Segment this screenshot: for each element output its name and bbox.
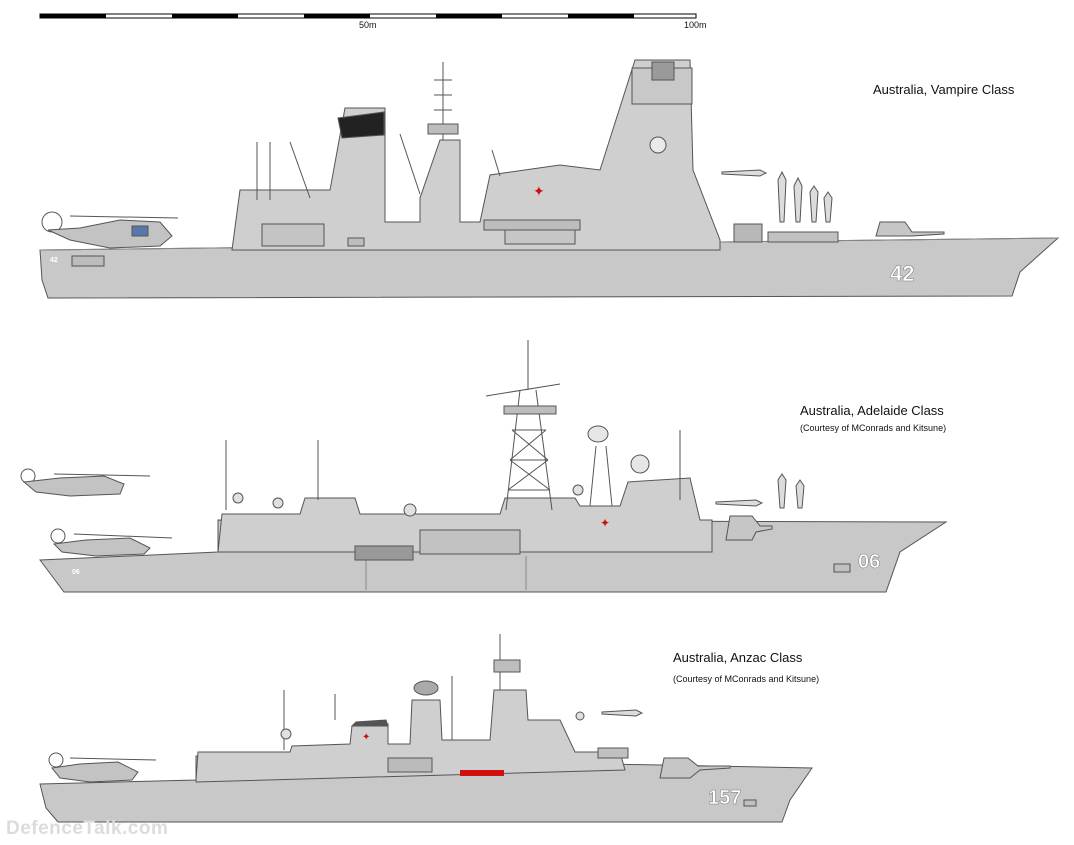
svg-text:✦: ✦: [362, 732, 370, 743]
scale-label-100m: 100m: [684, 20, 707, 30]
stern-number-vampire: 42: [50, 257, 58, 264]
helicopter: [41, 211, 179, 249]
missile-display: [597, 709, 644, 759]
superstructure: [231, 59, 721, 251]
missile-display: [721, 169, 833, 223]
caption-anzac-class: Australia, Anzac Class: [673, 650, 803, 665]
helicopter: [48, 752, 157, 783]
svg-text:✦: ✦: [600, 516, 610, 530]
credit-anzac-class: (Courtesy of MConrads and Kitsune): [673, 674, 820, 684]
stern-number-adelaide: 06: [72, 569, 80, 576]
ship-vampire-class: ✦: [39, 59, 1060, 299]
helicopter: [20, 468, 173, 557]
scale-bar: [39, 13, 697, 19]
credit-adelaide-class: (Courtesy of MConrads and Kitsune): [800, 423, 947, 433]
hull-number-vampire: 42: [890, 261, 914, 286]
scale-label-50m: 50m: [359, 20, 377, 30]
caption-adelaide-class: Australia, Adelaide Class: [800, 403, 944, 418]
svg-text:✦: ✦: [533, 183, 545, 199]
superstructure: [217, 477, 713, 553]
watermark: DefenceTalk.com: [6, 818, 169, 839]
missile-display: [715, 473, 805, 509]
hull-number-anzac: 157: [708, 787, 741, 809]
lattice-mast: [485, 340, 561, 511]
caption-vampire-class: Australia, Vampire Class: [873, 82, 1015, 97]
hull-number-adelaide: 06: [858, 551, 880, 573]
ship-adelaide-class: ✦: [20, 340, 948, 593]
ship-anzac-class: ✦: [39, 634, 813, 823]
